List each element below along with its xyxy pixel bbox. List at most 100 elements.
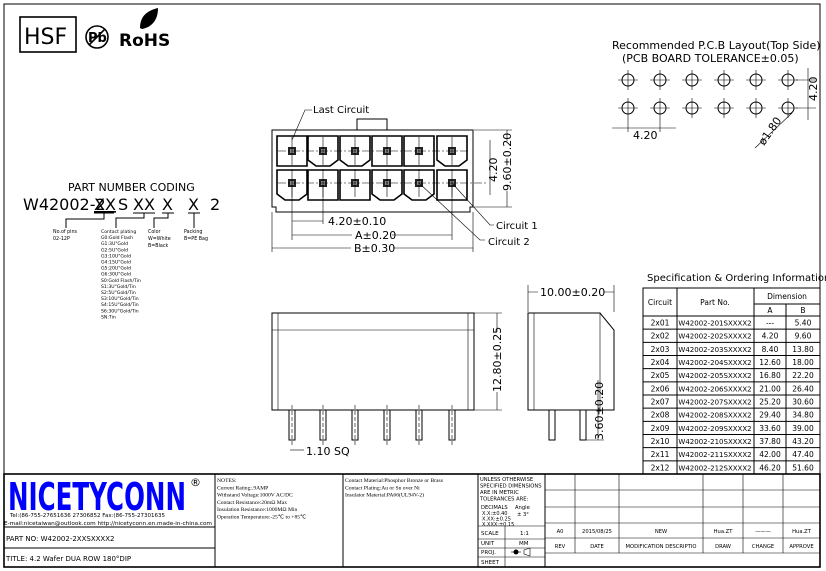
revision-date: 2015/08/25: [582, 529, 612, 535]
cell-part-no: W42002-206SXXXX2: [678, 385, 751, 393]
drawing-line: [754, 112, 793, 149]
drawing-label: RoHS: [119, 31, 170, 51]
cell-part-no: W42002-212SXXXX2: [678, 464, 751, 472]
drawing-label: MM: [519, 541, 529, 547]
cell-part-no: W42002-205SXXXX2: [678, 372, 751, 380]
drawing-line: [451, 182, 494, 226]
decimal-tolerance: X.X:±0.40: [482, 511, 507, 517]
pin: [415, 409, 423, 441]
drawing-line: [115, 213, 145, 228]
drawing-label: XX: [94, 195, 116, 214]
cell-circuit: 2x03: [651, 345, 670, 354]
cell-circuit: 2x04: [651, 358, 670, 367]
side-view: 12.80±0.25 1.10 SQ 10.00±0.20 3.60±0.20: [271, 285, 615, 458]
drawing-label: E-mail:nicetaiwan@outlook.com http://nic…: [4, 521, 212, 527]
coding-label: B=Black: [148, 243, 169, 249]
drawing-line: [276, 135, 468, 201]
drawing-label: 4.20: [487, 158, 500, 183]
drawing-label: UNIT: [481, 541, 495, 547]
drawing-line: [19, 16, 77, 53]
rev-header-draw: DRAW: [715, 544, 731, 550]
drawing-label: (PCB BOARD TOLERANCE±0.05): [622, 52, 799, 65]
drawing-line: [3, 473, 821, 568]
coding-label: G3:10U"Gold: [101, 253, 131, 259]
cell-b: 47.40: [792, 450, 814, 459]
cell-a: 8.40: [762, 345, 779, 354]
drawing-line: [288, 405, 456, 446]
tolerance-line: SPECIFIED DIMENSIONS: [480, 484, 542, 490]
drawing-label: 2: [210, 195, 220, 214]
front-view: Last Circuit Circuit 1 Circuit 2 4.20±0.…: [271, 105, 538, 255]
cell-part-no: W42002-209SXXXX2: [678, 425, 751, 433]
note-line: Withstand Voltage:1000V AC/DC: [217, 493, 293, 499]
cell-a: 25.20: [759, 397, 781, 406]
drawing-line: Contact Material:Phosphor Bronze or Bras…: [345, 478, 443, 499]
drawing-label: 1:1: [520, 531, 529, 537]
pin: [383, 409, 391, 441]
cavity: [307, 169, 339, 201]
coding-label: No.of pins: [53, 229, 78, 235]
cell-a: 37.80: [759, 437, 781, 446]
coding-label: G0:Gold Flash: [101, 235, 133, 241]
cavity: [276, 135, 308, 167]
drawing-label: ®: [190, 476, 201, 489]
drawing-label: S: [118, 195, 128, 214]
cell-b: 5.40: [795, 318, 812, 327]
header-part-no: Part No.: [700, 298, 730, 307]
cavity: [371, 135, 403, 167]
header-circuit: Circuit: [648, 298, 672, 307]
pin: [319, 409, 327, 441]
coding-label: G6:30U"Gold: [101, 272, 131, 278]
header-dimension: Dimension: [767, 292, 807, 301]
header-b: B: [800, 306, 805, 315]
cell-part-no: W42002-201SXXXX2: [678, 319, 751, 327]
part-number-coding: PART NUMBER CODING W42002-2 XX S XX X X …: [23, 181, 220, 320]
drawing-line: [500, 141, 512, 191]
cell-part-no: W42002-210SXXXX2: [678, 438, 751, 446]
cavity: [339, 169, 371, 201]
drawing-line: [356, 118, 388, 131]
coding-label: Packing: [184, 229, 202, 235]
drawing-label: X: [188, 195, 199, 214]
revision-change: ———: [755, 529, 771, 535]
cell-circuit: 2x07: [651, 397, 670, 406]
drawing-label: SHEET: [481, 560, 500, 566]
drawing-label: 4.20: [633, 129, 658, 142]
rev-header-change: CHANGE: [752, 544, 774, 550]
cell-circuit: 2x08: [651, 411, 670, 420]
cell-a: 42.00: [759, 450, 781, 459]
cell-circuit: 2x01: [651, 318, 670, 327]
drawing-label: TITLE: 4.2 Wafer DUA ROW 180°DIP: [5, 555, 131, 563]
coding-label: Color: [148, 229, 161, 235]
coding-label: S6:30U"Gold/Tin: [101, 308, 139, 314]
cell-b: 9.60: [795, 332, 812, 341]
cell-b: 51.60: [792, 463, 814, 472]
cell-circuit: 2x02: [651, 332, 670, 341]
coding-label: S1:3U"Gold/Tin: [101, 284, 136, 290]
cell-a: 4.20: [762, 332, 779, 341]
cell-b: 30.60: [792, 397, 814, 406]
note-line: NOTES:: [217, 478, 237, 484]
cell-circuit: 2x06: [651, 384, 670, 393]
angle-value: ± 3°: [517, 512, 529, 518]
drawing-label: 10.00±0.20: [540, 286, 605, 299]
coding-label: S4:15U"Gold/Tin: [101, 302, 139, 308]
company-logo: NICETYCONN: [8, 475, 186, 519]
coding-label: G1:3U"Gold: [101, 241, 128, 247]
cell-a: 33.60: [759, 424, 781, 433]
cell-b: 18.00: [792, 358, 814, 367]
cell-circuit: 2x10: [651, 437, 670, 446]
pin: [448, 409, 456, 441]
drawing-label: XX: [133, 195, 155, 214]
coding-label: Contact plating: [101, 229, 136, 235]
cell-a: 29.40: [759, 411, 781, 420]
